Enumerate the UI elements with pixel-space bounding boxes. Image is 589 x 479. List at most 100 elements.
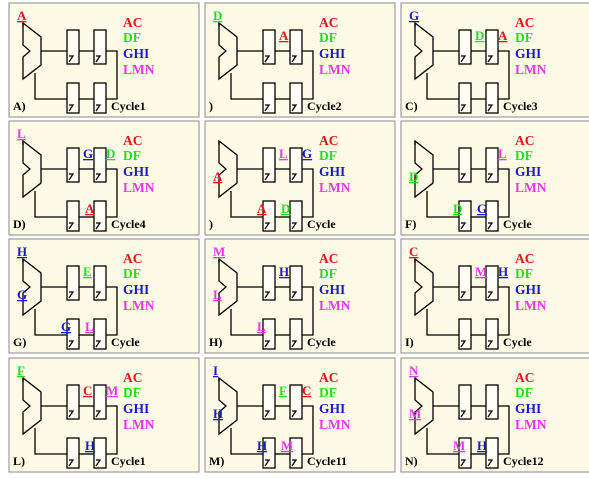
output-wire	[302, 286, 314, 336]
feedback-register	[262, 82, 276, 114]
feedback-wire	[230, 309, 263, 336]
token-side: A	[213, 169, 223, 184]
token-bot1: H	[257, 438, 267, 453]
clock-edge	[460, 410, 467, 418]
pipeline-register	[289, 147, 303, 183]
legend-lmn: LMN	[319, 417, 351, 432]
legend-ghi: GHI	[515, 401, 541, 416]
token-out: C	[302, 383, 311, 398]
output-wire	[106, 286, 118, 336]
legend-df: DF	[319, 148, 337, 163]
cycle-label: Cycle12	[503, 454, 544, 468]
token-bot2: M	[281, 438, 293, 453]
output-wire	[498, 50, 510, 100]
legend-ac: AC	[515, 133, 535, 148]
token-mid: C	[83, 383, 92, 398]
feedback-register	[66, 200, 80, 232]
legend-ghi: GHI	[319, 46, 345, 61]
pipeline-register	[93, 384, 107, 420]
clock-edge	[460, 459, 467, 467]
token-in: A	[17, 8, 27, 23]
token-out: H	[498, 264, 508, 279]
pipeline-register	[289, 384, 303, 420]
legend-df: DF	[515, 30, 533, 45]
feedback-wire	[230, 428, 263, 455]
token-in: M	[213, 244, 225, 259]
adder-shape	[218, 139, 238, 199]
pipeline-register	[458, 147, 472, 183]
adder-shape	[414, 21, 434, 81]
feedback-wire	[426, 309, 459, 336]
clock-edge	[95, 55, 102, 63]
legend-ghi: GHI	[319, 282, 345, 297]
token-side: H	[213, 406, 223, 421]
clock-edge	[487, 55, 494, 63]
pipeline-register	[93, 29, 107, 65]
legend-lmn: LMN	[515, 298, 547, 313]
token-bot1: A	[257, 201, 267, 216]
pipeline-register	[262, 29, 276, 65]
cycle-label: Cycle	[307, 217, 336, 231]
token-in: F	[17, 363, 25, 378]
feedback-register	[66, 437, 80, 469]
token-bot: A	[85, 201, 95, 216]
token-side: G	[17, 287, 27, 302]
clock-edge	[291, 55, 298, 63]
token-in: G	[409, 8, 419, 23]
legend-ghi: GHI	[123, 401, 149, 416]
legend-lmn: LMN	[123, 417, 155, 432]
feedback-register	[485, 82, 499, 114]
clock-edge	[291, 291, 298, 299]
cycle-label: Cycle1	[111, 454, 146, 468]
adder-shape	[414, 376, 434, 436]
token-mid: L	[279, 146, 288, 161]
feedback-register	[93, 437, 107, 469]
adder-shape	[22, 257, 42, 317]
token-in: H	[17, 244, 27, 259]
output-wire	[106, 168, 118, 218]
cycle-label: Cycle	[307, 335, 336, 349]
clock-edge	[95, 410, 102, 418]
clock-edge	[487, 222, 494, 230]
feedback-register	[485, 200, 499, 232]
pipeline-register	[262, 384, 276, 420]
legend-lmn: LMN	[319, 180, 351, 195]
adder-shape	[22, 376, 42, 436]
clock-edge	[460, 340, 467, 348]
feedback-wire	[230, 191, 263, 218]
cycle-label: Cycle	[503, 217, 532, 231]
legend-df: DF	[319, 266, 337, 281]
clock-edge	[291, 173, 298, 181]
clock-edge	[487, 340, 494, 348]
cycle-label: Cycle1	[111, 99, 146, 113]
legend-lmn: LMN	[123, 62, 155, 77]
clock-edge	[95, 459, 102, 467]
feedback-wire	[230, 73, 263, 100]
token-bot1: M	[453, 438, 465, 453]
clock-edge	[95, 222, 102, 230]
token-mid: M	[475, 264, 487, 279]
panel-label: I)	[405, 335, 414, 349]
clock-edge	[95, 173, 102, 181]
token-out: A	[498, 28, 508, 43]
clock-edge	[291, 222, 298, 230]
legend-ac: AC	[319, 15, 339, 30]
clock-edge	[460, 173, 467, 181]
pipeline-register	[485, 29, 499, 65]
clock-edge	[291, 410, 298, 418]
panel-label: A)	[13, 99, 26, 113]
pipeline-register	[485, 265, 499, 301]
legend-ghi: GHI	[515, 46, 541, 61]
legend-ghi: GHI	[319, 164, 345, 179]
clock-edge	[68, 340, 75, 348]
clock-edge	[264, 55, 271, 63]
clock-edge	[68, 291, 75, 299]
legend-ghi: GHI	[123, 46, 149, 61]
token-out: D	[106, 146, 115, 161]
adder-shape	[218, 376, 238, 436]
